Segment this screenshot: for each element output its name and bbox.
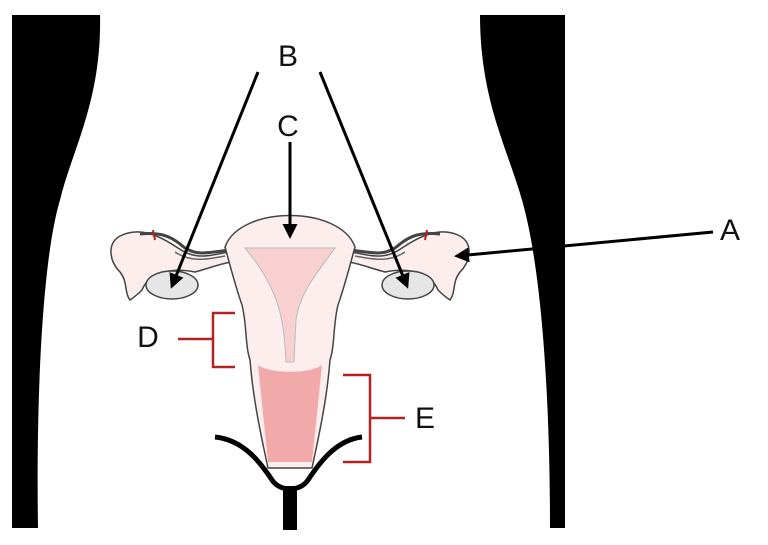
uterine-cavity xyxy=(243,247,336,363)
vaginal-canal xyxy=(258,365,322,462)
label-a: A xyxy=(720,214,740,247)
label-e: E xyxy=(415,402,435,435)
bracket-e xyxy=(343,373,405,464)
arrow-b-left xyxy=(169,71,260,289)
label-c: C xyxy=(277,110,299,143)
bracket-d xyxy=(178,311,235,369)
label-d: D xyxy=(137,321,159,354)
label-b: B xyxy=(278,40,298,73)
arrow-a xyxy=(454,230,714,263)
legs-gap xyxy=(283,486,297,530)
arrow-b-right xyxy=(318,71,410,289)
